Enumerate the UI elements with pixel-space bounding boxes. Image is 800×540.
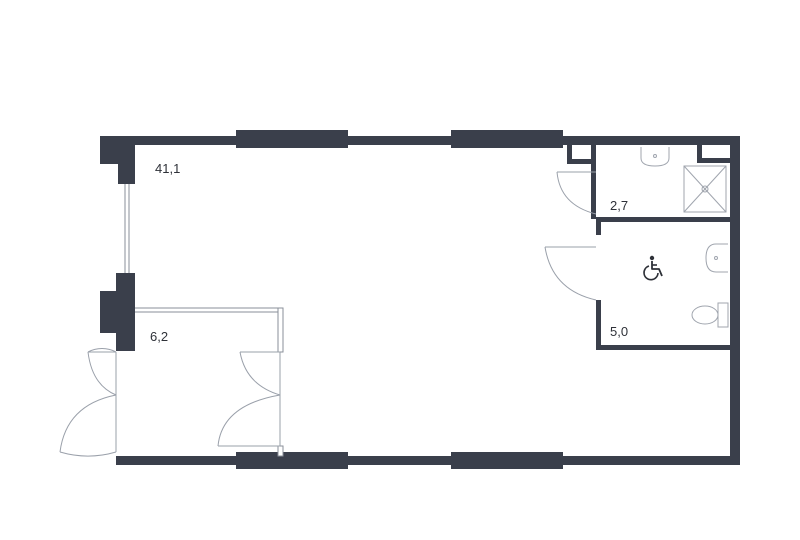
bottom-window-pier-1: [236, 452, 348, 469]
left-column-mid: [100, 291, 135, 333]
vestibule-partition-post: [277, 307, 284, 353]
entrance-door-left-swing-top: [87, 348, 117, 353]
wc-sink-icon: [705, 243, 728, 273]
bottom-wall: [116, 456, 740, 465]
wc-door-swing: [544, 246, 597, 301]
top-window-pier-1: [236, 130, 348, 148]
entrance-door-left-curve-2: [59, 394, 117, 453]
shower-tray-icon: [683, 165, 727, 213]
bath-partition-horizontal: [596, 217, 730, 222]
room-area-accessible-wc: 5,0: [610, 324, 628, 339]
vestibule-partition-post-bottom: [277, 445, 284, 457]
left-column-mid-base: [116, 333, 135, 351]
wheelchair-icon: [643, 255, 663, 281]
bathroom-block: [544, 145, 730, 350]
bath-door-swing: [556, 171, 597, 215]
room-area-bathroom: 2,7: [610, 198, 628, 213]
wc-wall-left-lower: [596, 300, 601, 350]
inner-door-upper-curve: [239, 351, 281, 396]
top-window-pier-2: [451, 130, 563, 148]
left-column-mid-stub: [116, 273, 135, 293]
toilet-icon: [691, 302, 729, 328]
top-wall: [108, 136, 740, 145]
left-column-top-stub: [118, 164, 135, 184]
bath-wall-left-upper: [591, 145, 596, 219]
bath-notch-right-post: [697, 145, 702, 163]
outer-walls: [100, 130, 740, 469]
right-wall: [730, 136, 740, 465]
room-area-main: 41,1: [155, 161, 180, 176]
entrance-door-left-curve: [87, 351, 117, 396]
bath-notch-left-bottom: [567, 159, 591, 164]
entrance-doors: [59, 348, 281, 457]
bottom-window-pier-2: [451, 452, 563, 469]
room-area-vestibule: 6,2: [150, 329, 168, 344]
bath-notch-right-bottom: [697, 158, 730, 163]
bath-notch-left-post-1: [567, 145, 572, 163]
inner-door-lower-curve: [217, 394, 281, 447]
wc-wall-bottom: [596, 345, 730, 350]
left-column-top: [100, 136, 135, 164]
wc-wall-left-upper: [596, 217, 601, 235]
sink-icon: [640, 147, 670, 167]
entrance-door-left-swing: [59, 451, 117, 457]
